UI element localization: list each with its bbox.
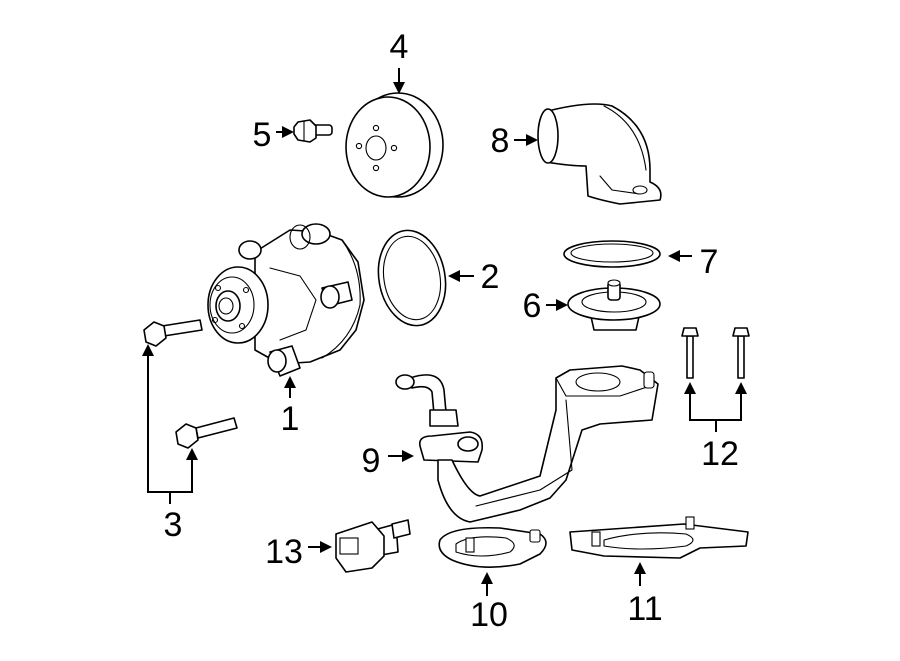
- pulley: [345, 92, 444, 198]
- pump-gasket: [377, 229, 447, 327]
- pump-bolt-lower: [175, 417, 238, 449]
- callout-6: 6: [523, 287, 542, 325]
- callout-2: 2: [481, 258, 500, 296]
- leader-lines: [142, 68, 747, 596]
- callout-9: 9: [362, 442, 381, 480]
- outlet-flange-gasket: [438, 526, 547, 568]
- callout-12: 12: [701, 435, 739, 473]
- thermostat: [567, 279, 661, 331]
- callout-8: 8: [491, 122, 510, 160]
- callout-5: 5: [253, 116, 272, 154]
- manifold-gasket: [569, 516, 749, 559]
- housing-bolt-right: [732, 327, 750, 379]
- callout-1: 1: [281, 400, 300, 438]
- callout-11: 11: [627, 590, 662, 628]
- water-pump: [207, 223, 365, 377]
- temperature-sensor: [335, 519, 411, 573]
- pulley-bolt: [293, 119, 333, 143]
- housing-bolt-left: [681, 327, 699, 379]
- callout-3: 3: [164, 506, 183, 544]
- thermostat-gasket: [563, 240, 661, 268]
- callout-4: 4: [390, 28, 409, 66]
- callout-7: 7: [700, 243, 719, 281]
- callout-13: 13: [265, 533, 303, 571]
- pump-bolt-upper: [143, 319, 203, 347]
- coolant-outlet-housing: [537, 103, 662, 205]
- callout-10: 10: [470, 596, 508, 634]
- water-outlet-pipe: [395, 365, 659, 523]
